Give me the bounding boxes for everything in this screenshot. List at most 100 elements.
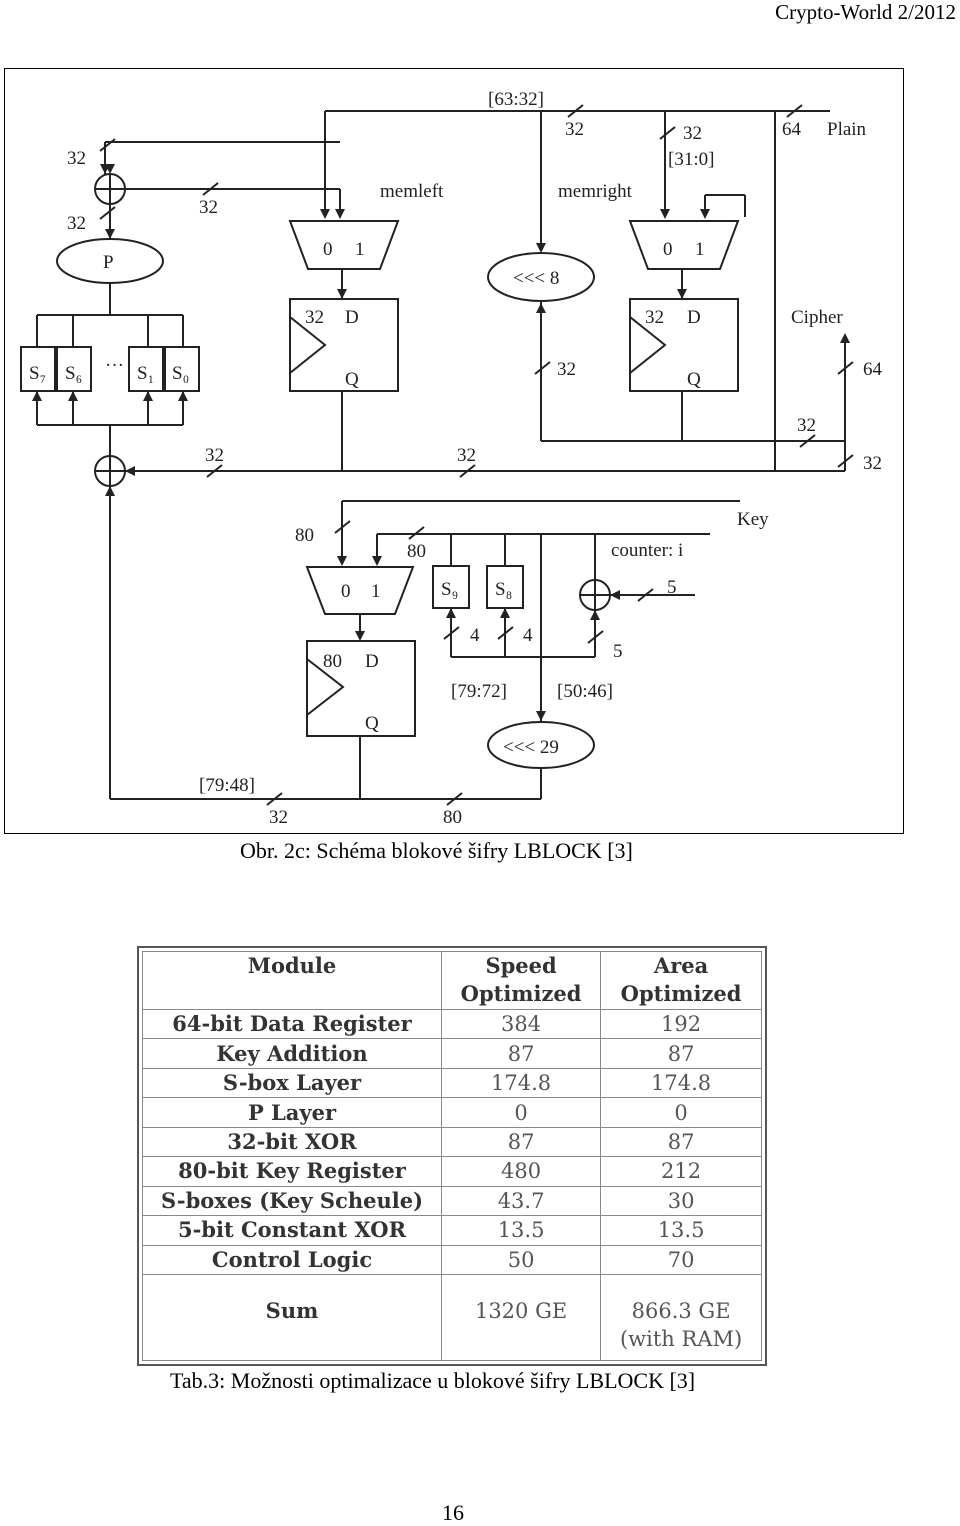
cipher-label: Cipher — [791, 307, 843, 328]
width-label: 5 — [667, 577, 677, 598]
q-label: Q — [365, 713, 379, 734]
table-caption: Tab.3: Možnosti optimalizace u blokové š… — [170, 1368, 696, 1393]
width-label: 5 — [613, 641, 623, 662]
table-row: 64-bit Data Register 384 192 — [142, 1008, 762, 1040]
width-label: 80 — [407, 541, 426, 562]
cell-speed: 87 — [440, 1126, 602, 1158]
table-row: Key Addition 87 87 — [142, 1038, 762, 1069]
width-label: 80 — [323, 651, 342, 672]
header-module: Module — [142, 951, 442, 1010]
table-row: 5-bit Constant XOR 13.5 13.5 — [142, 1215, 762, 1246]
table-row: 80-bit Key Register 480 212 — [142, 1156, 762, 1187]
table-sum-row: Sum 1320 GE 866.3 GE(with RAM) — [142, 1274, 762, 1361]
sbox-s1: S₁ — [137, 363, 154, 384]
p-box-label: P — [103, 252, 114, 273]
cell-speed: 174.8 — [440, 1067, 602, 1099]
cell-area: 70 — [600, 1244, 762, 1275]
width-label: 32 — [67, 148, 86, 169]
width-label: 32 — [557, 359, 576, 380]
sbox-s9: S₉ — [441, 579, 458, 600]
cell-area: 174.8 — [600, 1067, 762, 1099]
q-label: Q — [687, 369, 701, 390]
cell-module: 64-bit Data Register — [142, 1008, 442, 1040]
cell-speed: 87 — [440, 1038, 602, 1069]
cell-area: 87 — [600, 1038, 762, 1069]
width-label: 4 — [470, 625, 480, 646]
cell-module: Key Addition — [142, 1038, 442, 1069]
d-label: D — [345, 307, 359, 328]
figure-caption: Obr. 2c: Schéma blokové šifry LBLOCK [3] — [240, 838, 633, 863]
sbox-s6: S₆ — [65, 363, 82, 384]
width-label: 80 — [295, 525, 314, 546]
cell-area: 30 — [600, 1185, 762, 1217]
mux-input-0: 0 — [323, 239, 333, 260]
width-label: 32 — [457, 445, 476, 466]
cell-module: S-boxes (Key Scheule) — [142, 1185, 442, 1217]
sbox-s8: S₈ — [495, 579, 512, 600]
cell-module: S-box Layer — [142, 1067, 442, 1099]
running-header: Crypto-World 2/2012 — [775, 0, 956, 24]
width-label: 32 — [199, 197, 218, 218]
width-label: 4 — [523, 625, 533, 646]
cell-module: 80-bit Key Register — [142, 1156, 442, 1187]
cell-area: 212 — [600, 1156, 762, 1187]
mux-input-1: 1 — [355, 239, 365, 260]
lblock-schematic-figure: [63:32] 32 32 [31:0] 64 Plain 32 32 32 m… — [4, 68, 904, 834]
page-number: 16 — [442, 1500, 464, 1525]
mux-input-1: 1 — [371, 581, 381, 602]
cell-sum-speed: 1320 GE — [440, 1274, 602, 1361]
width-label: 32 — [269, 807, 288, 828]
mux-input-0: 0 — [341, 581, 351, 602]
cell-module: 32-bit XOR — [142, 1126, 442, 1158]
bus-50-46-label: [50:46] — [557, 681, 613, 702]
cell-speed: 480 — [440, 1156, 602, 1187]
bus-63-32-label: [63:32] — [488, 89, 544, 110]
width-label: 32 — [305, 307, 324, 328]
cell-speed: 0 — [440, 1097, 602, 1128]
sbox-s7: S₇ — [29, 363, 46, 384]
width-label: 32 — [683, 123, 702, 144]
cell-speed: 13.5 — [440, 1215, 602, 1246]
bus-31-0-label: [31:0] — [668, 149, 714, 170]
cell-area: 87 — [600, 1126, 762, 1158]
plain-label: Plain — [827, 119, 867, 140]
cell-sum-label: Sum — [142, 1274, 442, 1361]
memright-label: memright — [558, 181, 633, 202]
cell-module: Control Logic — [142, 1244, 442, 1275]
mux-input-0: 0 — [663, 239, 673, 260]
cell-module: 5-bit Constant XOR — [142, 1215, 442, 1246]
cell-sum-area: 866.3 GE(with RAM) — [600, 1274, 762, 1361]
sbox-s0: S₀ — [172, 363, 189, 384]
width-label: 64 — [782, 119, 802, 140]
table-row: S-boxes (Key Scheule) 43.7 30 — [142, 1185, 762, 1217]
counter-label: counter: i — [611, 540, 683, 561]
table-row: S-box Layer 174.8 174.8 — [142, 1067, 762, 1099]
cell-speed: 50 — [440, 1244, 602, 1275]
cell-area: 192 — [600, 1008, 762, 1040]
width-label: 64 — [863, 359, 883, 380]
cell-speed: 43.7 — [440, 1185, 602, 1217]
bus-79-48-label: [79:48] — [199, 775, 255, 796]
cell-area: 13.5 — [600, 1215, 762, 1246]
q-label: Q — [345, 369, 359, 390]
table-row: 32-bit XOR 87 87 — [142, 1126, 762, 1158]
rot29-label: <<< 29 — [503, 737, 559, 758]
cell-speed: 384 — [440, 1008, 602, 1040]
width-label: 32 — [645, 307, 664, 328]
width-label: 32 — [797, 415, 816, 436]
table-row: P Layer 0 0 — [142, 1097, 762, 1128]
width-label: 32 — [863, 453, 882, 474]
d-label: D — [687, 307, 701, 328]
width-label: 80 — [443, 807, 462, 828]
sbox-dots: ··· — [105, 355, 124, 376]
lblock-schematic: [63:32] 32 32 [31:0] 64 Plain 32 32 32 m… — [20, 89, 883, 828]
width-label: 32 — [565, 119, 584, 140]
table-row: Control Logic 50 70 — [142, 1244, 762, 1275]
width-label: 32 — [205, 445, 224, 466]
key-label: Key — [737, 509, 769, 530]
